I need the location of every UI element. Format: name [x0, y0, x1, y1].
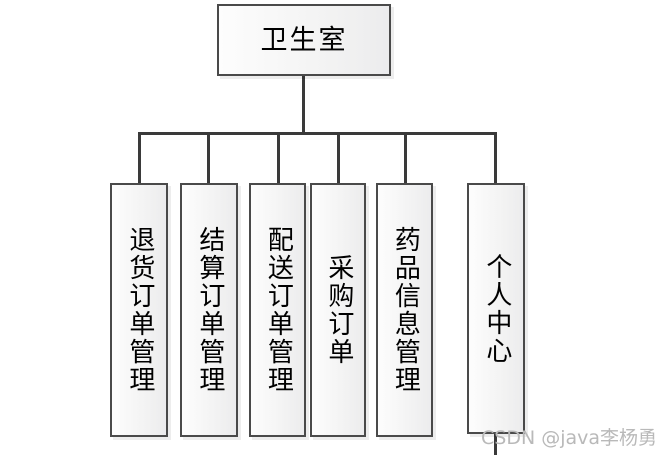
node-label: 退货订单管理 [124, 226, 155, 394]
node-label: 结算订单管理 [194, 226, 225, 394]
connector-drop-2 [207, 132, 210, 183]
node-label: 药品信息管理 [390, 226, 421, 394]
node-root-clinic[interactable]: 卫生室 [217, 4, 391, 76]
connector-drop-1 [138, 132, 141, 183]
node-delivery-order-management[interactable]: 配送订单管理 [249, 183, 306, 437]
node-return-order-management[interactable]: 退货订单管理 [110, 183, 168, 437]
node-medicine-info-management[interactable]: 药品信息管理 [376, 183, 433, 437]
connector-drop-3 [277, 132, 280, 183]
connector-horizontal-bus [138, 132, 497, 135]
connector-drop-5 [404, 132, 407, 183]
node-label: 个人中心 [481, 252, 512, 365]
connector-drop-6 [494, 132, 497, 183]
node-label: 采购订单 [323, 254, 354, 366]
node-purchase-order[interactable]: 采购订单 [310, 183, 366, 437]
node-personal-center[interactable]: 个人中心 [467, 183, 525, 434]
connector-tail-below-personal-center [494, 434, 497, 455]
node-settlement-order-management[interactable]: 结算订单管理 [180, 183, 238, 437]
connector-root-stem [302, 75, 305, 134]
connector-drop-4 [337, 132, 340, 183]
node-label: 配送订单管理 [263, 226, 294, 394]
node-root-label: 卫生室 [260, 24, 348, 56]
